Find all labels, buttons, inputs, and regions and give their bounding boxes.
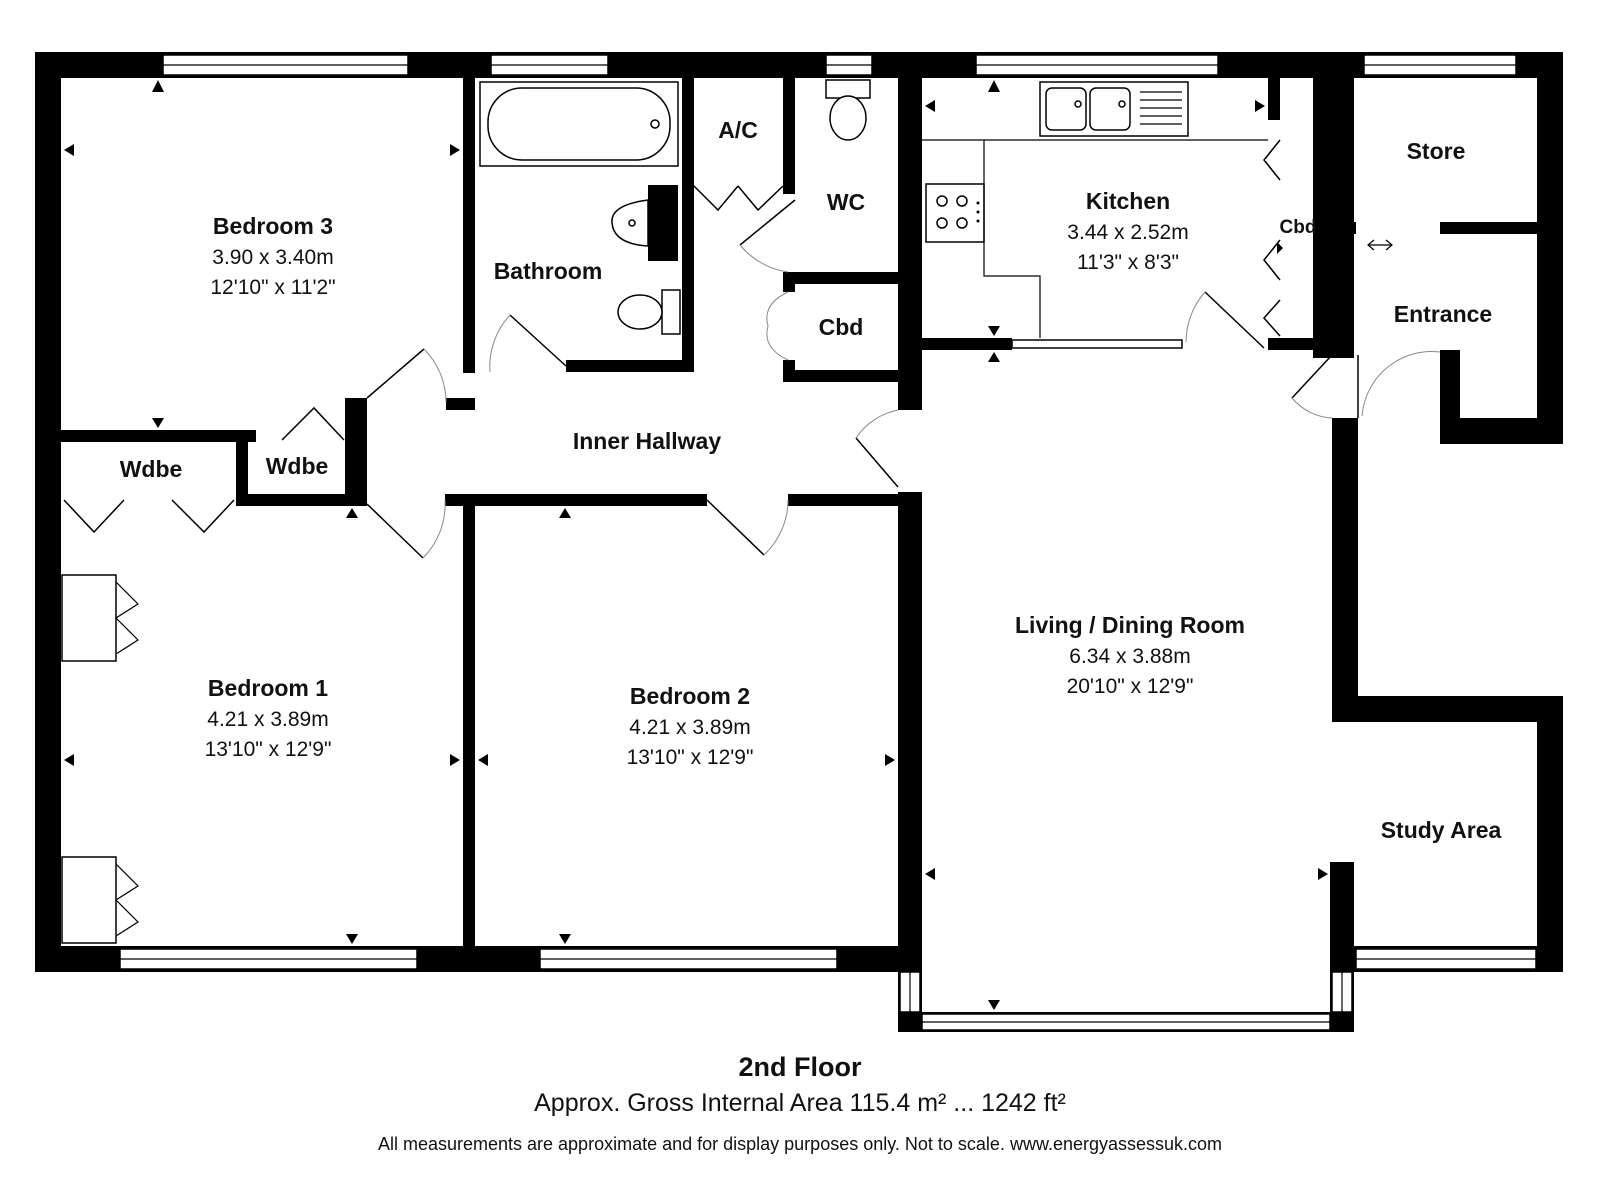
windows <box>119 54 1537 1031</box>
doors <box>63 139 1441 559</box>
room-metric: 4.21 x 3.89m <box>207 708 328 731</box>
floor-title: 2nd Floor <box>738 1052 862 1082</box>
room-cbd-kitchen: Cbd <box>1280 217 1317 238</box>
kitchen-hob <box>925 183 985 243</box>
room-name: Bedroom 2 <box>630 683 750 709</box>
bathroom-basin <box>611 185 678 261</box>
room-metric: 3.44 x 2.52m <box>1067 221 1188 244</box>
room-kitchen: Kitchen 3.44 x 2.52m 11'3" x 8'3" <box>1067 188 1188 274</box>
gross-internal-area: Approx. Gross Internal Area 115.4 m² ...… <box>534 1089 1066 1117</box>
room-name: Living / Dining Room <box>1015 612 1245 638</box>
kitchen-sink <box>1039 81 1189 137</box>
room-cbd-hall: Cbd <box>819 314 864 340</box>
wc-toilet <box>825 79 871 141</box>
room-imperial: 12'10" x 11'2" <box>210 276 335 299</box>
bathtub <box>479 81 679 167</box>
room-imperial: 13'10" x 12'9" <box>627 746 754 769</box>
room-metric: 3.90 x 3.40m <box>212 246 333 269</box>
room-study-area: Study Area <box>1381 817 1502 843</box>
disclaimer: All measurements are approximate and for… <box>377 1134 1223 1154</box>
bathroom-toilet <box>617 289 681 335</box>
room-entrance: Entrance <box>1394 301 1492 327</box>
room-bedroom-3: Bedroom 3 3.90 x 3.40m 12'10" x 11'2" <box>210 213 335 299</box>
room-bathroom: Bathroom <box>494 258 603 284</box>
room-imperial: 20'10" x 12'9" <box>1067 675 1194 698</box>
room-wardrobe-left: Wdbe <box>120 456 183 482</box>
room-bedroom-1: Bedroom 1 4.21 x 3.89m 13'10" x 12'9" <box>205 675 332 761</box>
wardrobe-units <box>61 574 139 944</box>
room-living-dining: Living / Dining Room 6.34 x 3.88m 20'10"… <box>1015 612 1245 698</box>
dimension-markers <box>64 80 1328 1010</box>
room-wardrobe-right: Wdbe <box>266 453 329 479</box>
room-wc: WC <box>827 189 865 215</box>
kitchen-worktop <box>922 139 1268 338</box>
room-imperial: 13'10" x 12'9" <box>205 738 332 761</box>
room-name: Kitchen <box>1086 188 1170 214</box>
room-imperial: 11'3" x 8'3" <box>1077 251 1179 274</box>
room-name: Bedroom 1 <box>208 675 328 701</box>
room-metric: 4.21 x 3.89m <box>629 716 750 739</box>
walls <box>35 52 1563 1032</box>
room-name: Bedroom 3 <box>213 213 333 239</box>
room-store: Store <box>1407 138 1466 164</box>
room-ac: A/C <box>718 117 758 143</box>
room-metric: 6.34 x 3.88m <box>1069 645 1190 668</box>
room-inner-hallway: Inner Hallway <box>573 428 721 454</box>
room-bedroom-2: Bedroom 2 4.21 x 3.89m 13'10" x 12'9" <box>627 683 754 769</box>
